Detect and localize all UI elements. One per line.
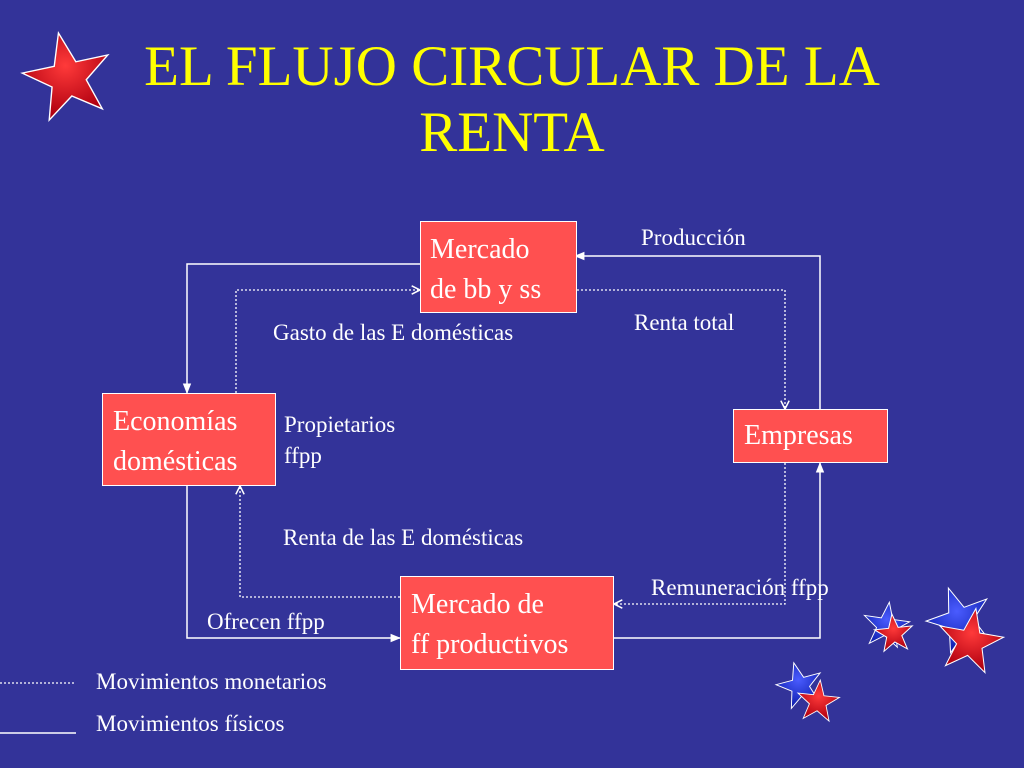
label-renta-total: Renta total xyxy=(634,310,735,335)
node-mercado-bbss-line-1: Mercado xyxy=(430,234,530,265)
flow-physical-goods-to-households xyxy=(182,263,420,395)
title-line-1: EL FLUJO CIRCULAR DE LA xyxy=(144,35,880,98)
flow-monetary-total-income xyxy=(577,289,785,409)
label-produccion: Producción xyxy=(641,225,746,250)
node-economias-domesticas: Economías domésticas xyxy=(102,393,276,486)
node-mercado-bienes-servicios: Mercado de bb y ss xyxy=(420,221,577,313)
flow-monetary-spending xyxy=(235,290,420,393)
slide-title: EL FLUJO CIRCULAR DE LA RENTA xyxy=(80,34,944,166)
label-ofrecen-ffpp: Ofrecen ffpp xyxy=(207,609,325,634)
node-economias-line-1: Economías xyxy=(113,406,238,437)
node-mercado-bbss-line-2: de bb y ss xyxy=(430,274,542,305)
star-icon xyxy=(20,30,110,123)
label-gasto-domesticas: Gasto de las E domésticas xyxy=(273,320,514,345)
label-remuneracion-ffpp: Remuneración ffpp xyxy=(651,575,829,600)
node-mercado-factores-productivos: Mercado de ff productivos xyxy=(400,576,614,670)
node-empresas: Empresas xyxy=(733,409,888,463)
node-mercado-ff-line-1: Mercado de xyxy=(411,589,544,620)
title-line-2: RENTA xyxy=(419,101,605,164)
star-icon xyxy=(938,606,1006,675)
label-propietarios-ffpp: Propietarios ffpp xyxy=(284,409,395,471)
flow-monetary-factor-payments xyxy=(614,463,786,604)
flow-physical-factors-offered xyxy=(186,486,402,643)
flow-physical-factors-to-firms xyxy=(614,461,825,639)
star-icon xyxy=(872,612,914,653)
label-propietarios-line-1: Propietarios xyxy=(284,412,396,437)
flow-physical-production xyxy=(573,251,821,409)
legend-monetary-label: Movimientos monetarios xyxy=(96,669,327,694)
node-economias-line-2: domésticas xyxy=(113,446,238,477)
flow-monetary-household-income xyxy=(240,486,400,598)
legend-physical-label: Movimientos físicos xyxy=(96,711,285,736)
label-renta-domesticas: Renta de las E domésticas xyxy=(283,525,524,550)
star-icon xyxy=(796,678,841,723)
node-empresas-line-1: Empresas xyxy=(744,420,853,451)
node-mercado-ff-line-2: ff productivos xyxy=(411,629,569,660)
label-propietarios-line-2: ffpp xyxy=(284,443,322,468)
